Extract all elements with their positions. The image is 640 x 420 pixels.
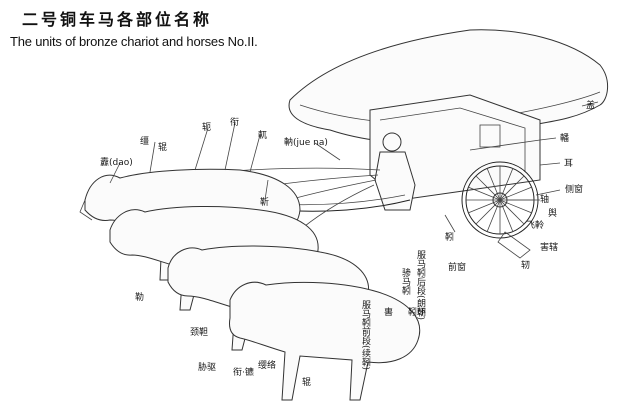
- label-yingluo: 缨络: [258, 359, 276, 371]
- label-gou: 勒: [135, 291, 144, 303]
- label-fun: 軜(jue na): [284, 136, 328, 148]
- leader-lines: [109, 101, 599, 233]
- label-xiguan: 害辖: [540, 241, 558, 253]
- label-fu-qianduan: 服马靷前段(续靷): [360, 300, 371, 370]
- horse-4: [229, 281, 421, 401]
- label-e2: 軏: [258, 130, 267, 141]
- title-chinese: 二号铜车马各部位名称: [22, 10, 213, 29]
- driver-figure: [374, 132, 416, 211]
- label-xian: 衔: [230, 116, 239, 128]
- label-ren: 轫: [521, 259, 530, 271]
- label-hui: 軎: [384, 306, 393, 318]
- label-zhou: 轴: [540, 193, 549, 205]
- label-yin2: 靷环: [408, 306, 426, 318]
- label-qianchuang: 前窗: [448, 261, 466, 273]
- label-celian: 侧窗: [565, 183, 583, 195]
- label-jiang: 缰: [140, 135, 149, 147]
- title-english: The units of bronze chariot and horses N…: [10, 34, 258, 49]
- label-leizhao: 胁驱: [198, 362, 216, 373]
- label-e: 轭: [202, 121, 211, 133]
- label-guo: 辊: [158, 141, 167, 153]
- label-feiling: 飞軨: [526, 219, 544, 231]
- label-fan: 轓: [560, 133, 569, 144]
- label-yu: 舆: [548, 207, 557, 219]
- wheel: [461, 161, 539, 239]
- label-fu-houduan: 服马靷后段(朗朝): [415, 250, 426, 320]
- label-jingzhao: 颈靼: [190, 326, 208, 338]
- label-xiannie: 衔·镳: [233, 366, 254, 378]
- label-jin: 靳: [260, 196, 269, 208]
- label-dao: 纛(dao): [100, 156, 133, 168]
- label-jiangsuo: 辊: [302, 376, 311, 388]
- label-er: 耳: [564, 158, 573, 169]
- label-caoma-yin: 骖马靷: [400, 267, 411, 296]
- label-gai: 盖: [586, 99, 595, 111]
- label-yin: 靷: [445, 231, 454, 243]
